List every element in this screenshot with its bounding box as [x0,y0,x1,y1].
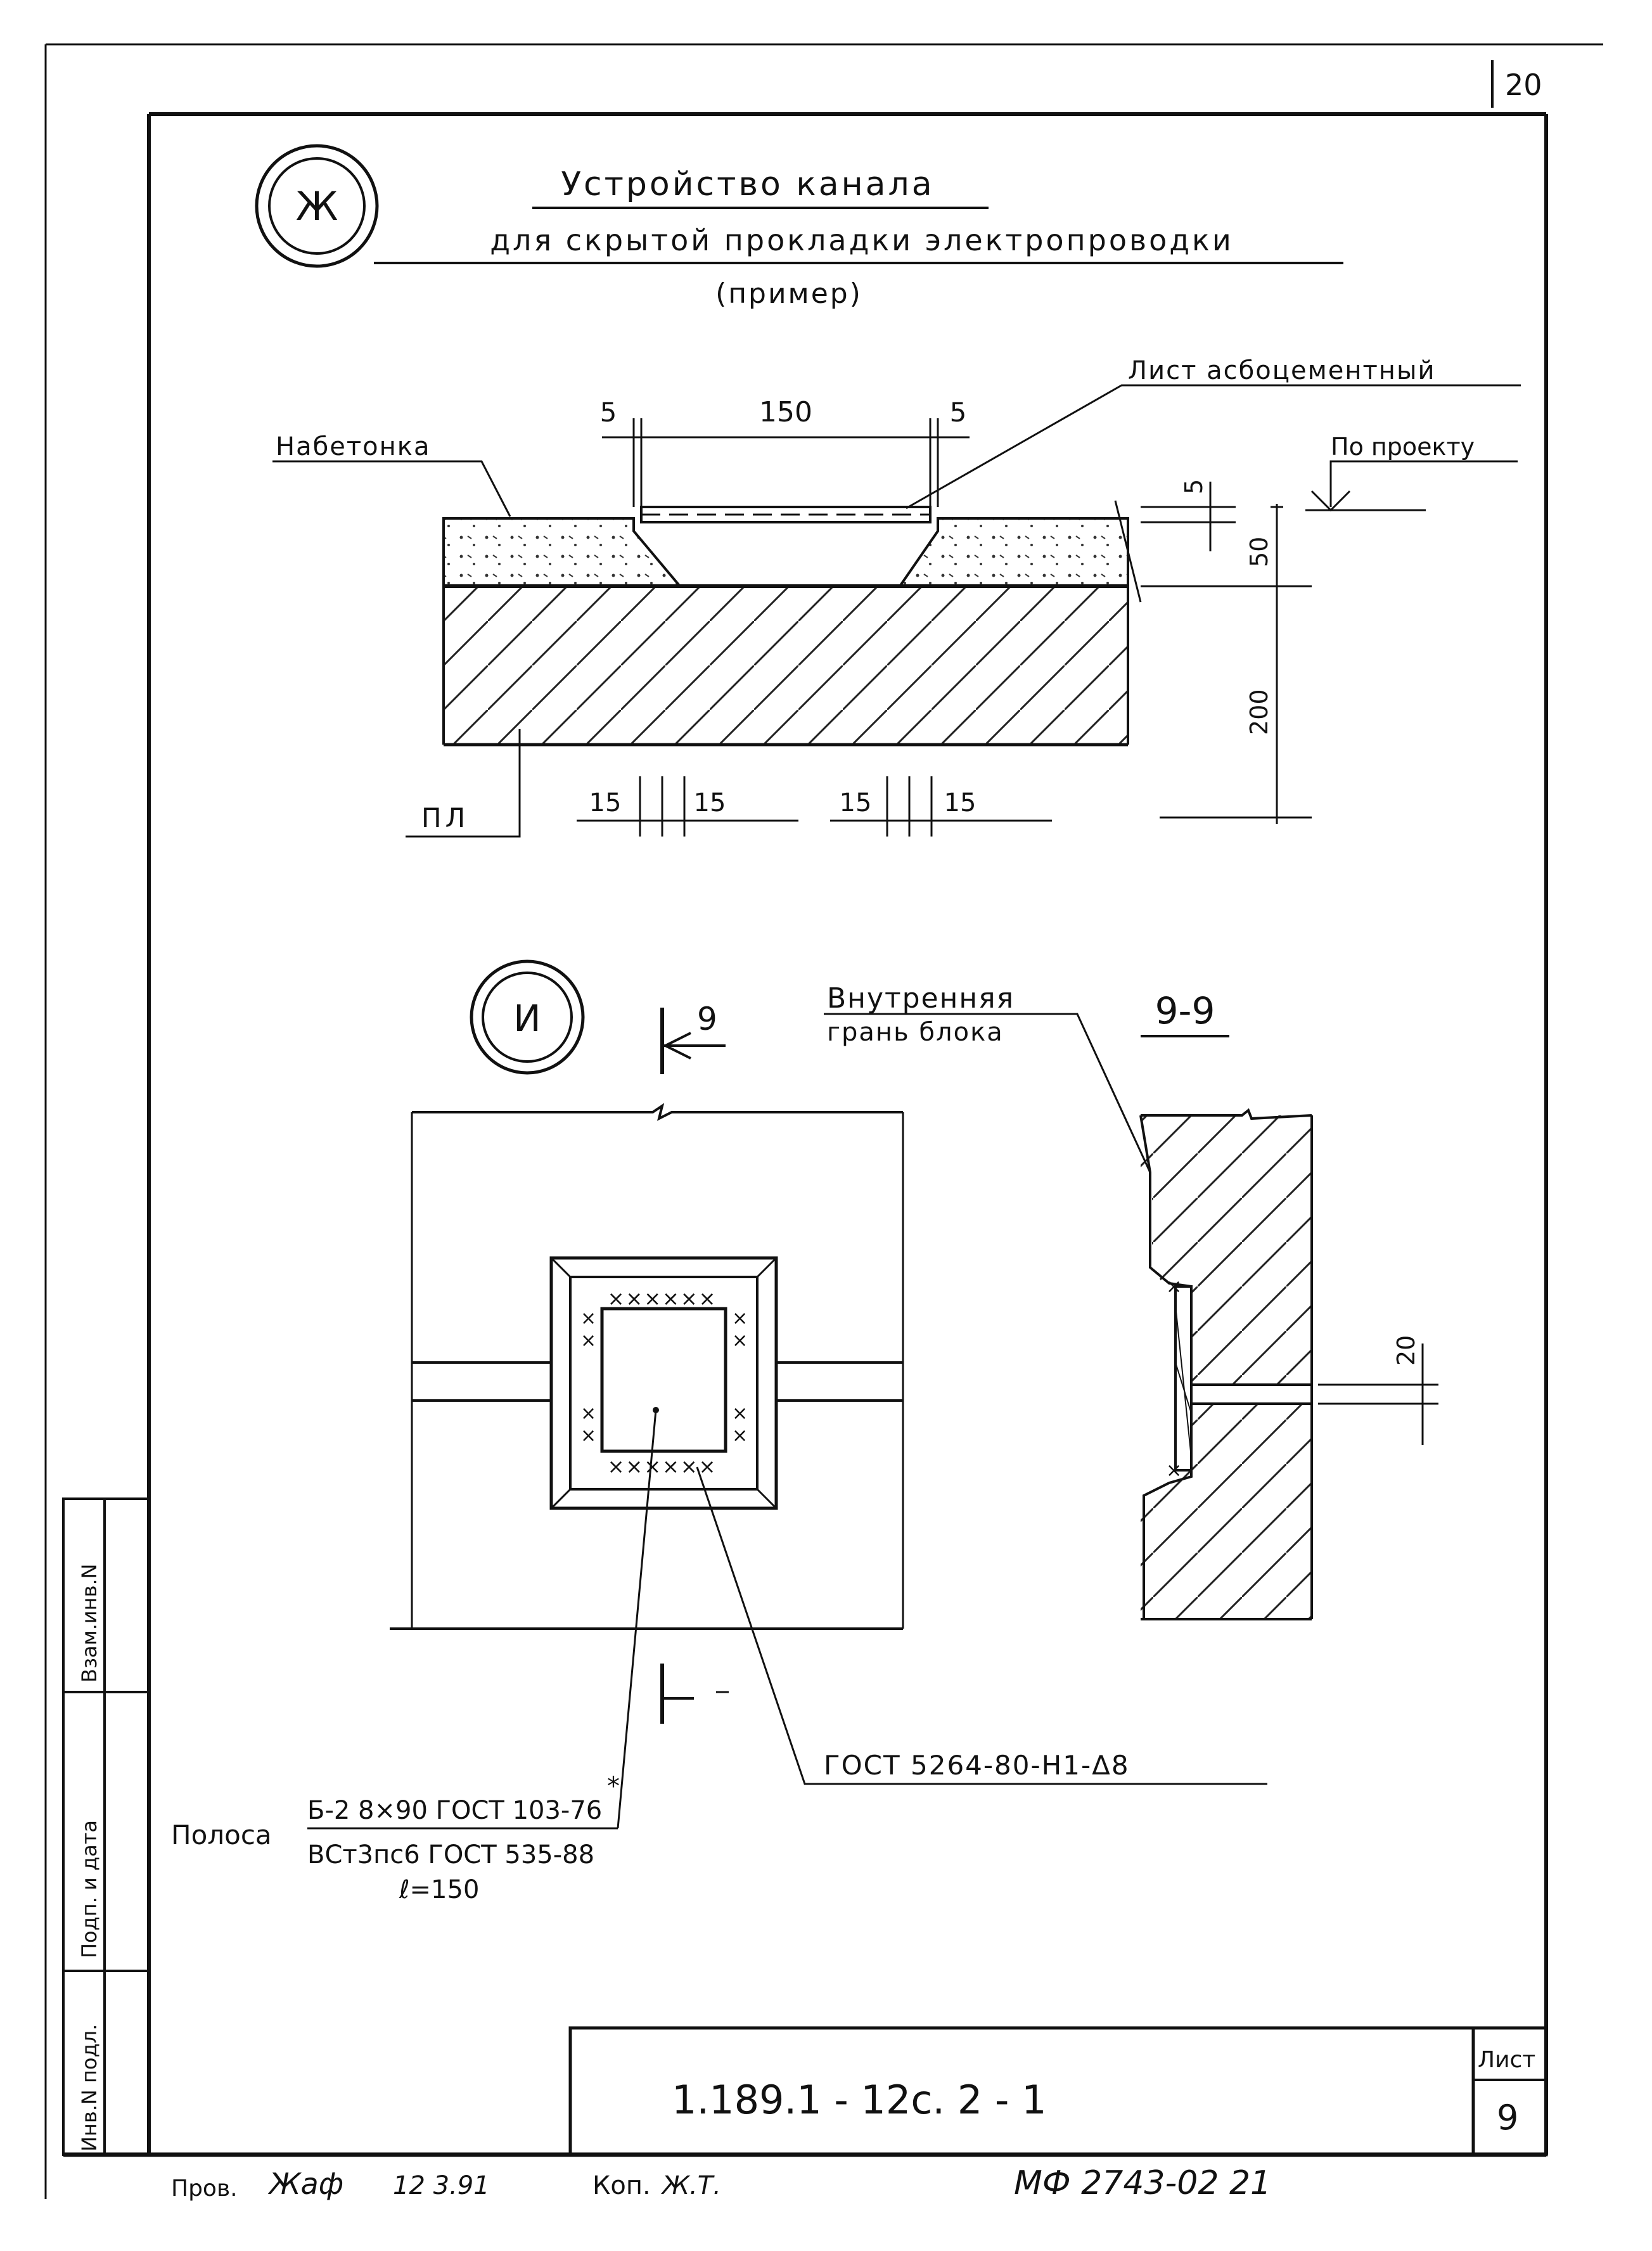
section-weld-mark-top: × [1166,1276,1182,1298]
label-strip-line2: ВСт3пс6 ГОСТ 535-88 [307,1840,594,1869]
dim-slab-thickness: 200 [1245,689,1273,735]
leader-asbestos-sheet [906,384,1521,510]
label-strip-line1: Б-2 8×90 ГОСТ 103-76 [307,1796,602,1825]
dim-bottom-3: 15 [840,788,872,818]
leader-concrete-topping [272,460,511,517]
detail-i-marker [470,959,585,1075]
stamp-sign-date: Подп. и дата [77,1820,101,1958]
label-concrete-topping: Набетонка [276,432,430,461]
stamp-inv-orig: Инв.N подл. [77,2024,101,2152]
zh-section-drawing [442,500,1142,747]
leader-per-project [1329,460,1518,507]
dim-gap-right: 5 [950,397,967,428]
label-inner-face-line1: Внутренняя [827,982,1015,1015]
leader-weld-spec [696,1466,1267,1785]
dim-bottom-2: 15 [694,788,726,818]
section-cut-mark-bottom [660,1664,729,1724]
dim-channel-width: 150 [759,396,812,428]
label-slab: ПЛ [421,802,469,833]
dim-joint-width: 20 [1392,1335,1420,1366]
weld-marks-right-4: × [732,1425,748,1447]
weld-marks-right-3: × [732,1402,748,1425]
detail-zh-title-line1: Устройство канала [561,165,934,203]
section-mark-top-number: 9 [697,1001,717,1037]
label-strip-length: ℓ=150 [399,1875,479,1904]
zh-top-dimensions [602,418,970,507]
copied-signature: Ж.Т. [660,2171,721,2200]
section-weld-mark-bottom: × [1166,1459,1182,1482]
dim-topping-thickness: 50 [1245,537,1273,567]
side-stamp [62,1497,150,2156]
weld-marks-top: ×××××× [608,1286,717,1311]
label-asbestos-sheet: Лист асбоцементный [1128,356,1436,385]
section-cut-mark-top [660,1008,726,1074]
archive-code: МФ 2743-02 21 [1014,2164,1271,2202]
weld-marks-right-1: × [732,1307,748,1330]
checked-date: 12 3.91 [393,2171,490,2200]
label-weld-spec: ГОСТ 5264-80-Н1-Δ8 [824,1750,1130,1781]
weld-marks-left-2: × [580,1330,596,1352]
title-block [568,2026,1548,2157]
weld-marks-right-2: × [732,1330,748,1352]
detail-zh-subtitle: (пример) [715,278,862,310]
label-per-project: По проекту [1331,433,1475,461]
list-number: 9 [1497,2098,1518,2138]
detail-zh-title-line2: для скрытой прокладки электропроводки [490,223,1233,257]
weld-marks-left-3: × [580,1402,596,1425]
label-inner-face-line2: грань блока [827,1018,1004,1047]
zh-right-dimensions [1141,482,1312,824]
weld-marks-left-4: × [580,1425,596,1447]
stamp-replace-inv: Взам.инв.N [77,1563,101,1683]
detail-zh-marker [255,144,379,268]
section-9-9-drawing [1139,1108,1438,1620]
dim-gap-left: 5 [600,397,617,428]
dim-bottom-4: 15 [944,788,976,818]
leader-inner-face [824,1013,1151,1173]
corner-sheet-number: 20 [1505,68,1542,102]
list-label: Лист [1478,2047,1535,2073]
dim-sheet-thickness: 5 [1180,479,1208,494]
zh-bottom-dimensions [577,776,1052,837]
detail-zh-marker-letter: Ж [296,183,338,229]
dim-bottom-1: 15 [589,788,622,818]
label-strip-word: Полоса [171,1819,272,1850]
detail-i-marker-letter: И [513,997,541,1040]
leader-slab [406,729,521,838]
checked-label: Пров. [171,2176,238,2202]
copied-label: Коп. [592,2171,651,2200]
weld-marks-left-1: × [580,1307,596,1330]
label-strip-star: * [607,1772,620,1801]
i-plan-drawing [390,1103,904,1630]
document-code: 1.189.1 - 12с. 2 - 1 [672,2077,1047,2123]
checked-signature: Жаф [267,2167,343,2201]
section-title: 9-9 [1155,989,1215,1032]
weld-marks-bottom: ×××××× [608,1454,717,1478]
leader-strip [617,1409,657,1829]
